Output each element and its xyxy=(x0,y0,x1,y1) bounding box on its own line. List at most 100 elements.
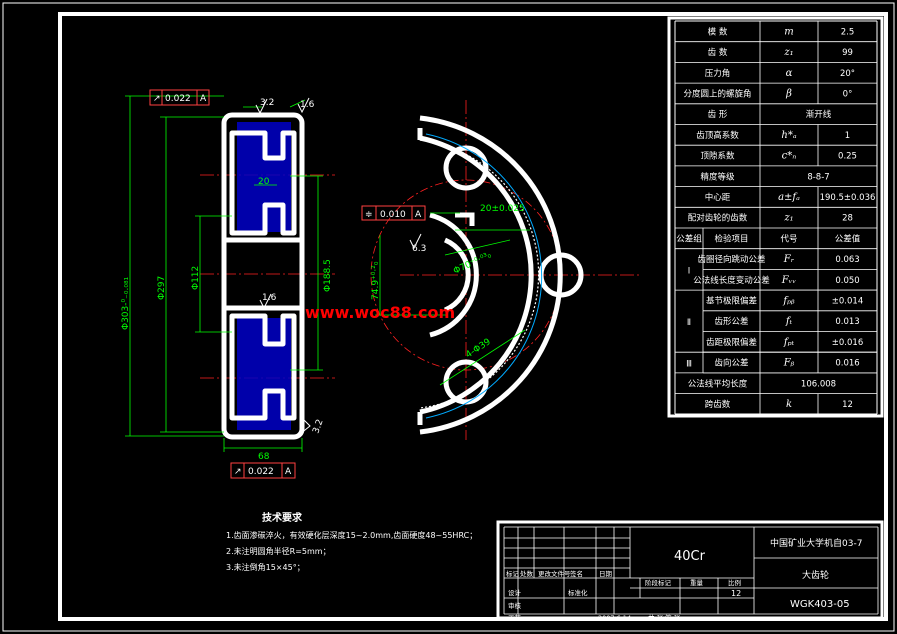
tb-date-value: 2007.6.14 xyxy=(598,614,631,622)
dim-face-width: 68 xyxy=(258,452,270,462)
param-name: 中心距 xyxy=(705,192,731,203)
requirements-title: 技术要求 xyxy=(262,511,303,524)
param-name: 齿顶高系数 xyxy=(696,130,739,141)
tol-item: 齿形公差 xyxy=(714,316,748,327)
tol-value: 0.016 xyxy=(835,359,859,369)
runout-top-datum: A xyxy=(200,94,207,104)
tol-item: 齿向公差 xyxy=(714,358,748,369)
tol-group: Ⅱ xyxy=(687,318,691,328)
tol-value: ±0.016 xyxy=(832,338,863,348)
param-value: 28 xyxy=(842,214,853,224)
roughness-keyway: 6.3 xyxy=(412,244,426,254)
param-name: 齿 数 xyxy=(708,47,728,58)
dim-web-width: 20 xyxy=(258,177,270,187)
param-name: 分度圆上的螺旋角 xyxy=(683,88,751,99)
param-value: 渐开线 xyxy=(806,109,832,120)
runout-bottom-datum: A xyxy=(285,467,292,477)
tol-header-item: 检验项目 xyxy=(714,233,748,244)
extra-name: 跨齿数 xyxy=(705,399,731,410)
param-name: 精度等级 xyxy=(700,171,735,182)
symmetry-symbol: ≑ xyxy=(365,210,373,220)
tb-sign: 签名 xyxy=(570,569,583,578)
runout-top-symbol: ↗ xyxy=(153,94,161,104)
tol-header-value: 公差值 xyxy=(835,233,861,244)
tol-group: Ⅰ xyxy=(688,266,691,276)
param-name: 齿 形 xyxy=(708,110,728,120)
gear-section-view: Φ303-⁰₋₀.₀₈₁ Φ297 Φ112 Φ188.5 20 68 3.2 … xyxy=(121,89,335,479)
tb-weight: 重量 xyxy=(690,579,704,587)
param-name: 顶隙系数 xyxy=(700,151,735,162)
extra-name: 公法线平均长度 xyxy=(688,378,748,389)
tb-count: 处数 xyxy=(520,569,534,578)
param-value: 0.25 xyxy=(838,152,857,162)
tol-symbol: fₜ xyxy=(785,316,793,327)
symmetry-tolerance: ≑ 0.010 A xyxy=(361,205,426,221)
tb-sheet: 共 张 第 张 xyxy=(648,613,681,622)
param-value: 8-8-7 xyxy=(807,172,829,182)
tb-part-name: 大齿轮 xyxy=(802,569,829,581)
param-symbol: α xyxy=(786,68,793,79)
tb-review: 审核 xyxy=(508,601,522,610)
tb-standard: 标准化 xyxy=(568,588,588,597)
tb-material: 40Cr xyxy=(674,549,706,564)
tb-change-no: 更改文件号 xyxy=(538,569,571,578)
runout-tolerance-top: ↗ 0.022 A xyxy=(149,89,210,106)
roughness-top-right: 1.6 xyxy=(300,100,315,110)
runout-bottom-value: 0.022 xyxy=(248,467,274,477)
tol-symbol: Fᵥᵥ xyxy=(781,275,797,286)
tol-symbol: fₚₜ xyxy=(783,337,795,348)
tol-value: 0.063 xyxy=(835,255,859,265)
tb-company: 中国矿业大学机自03-7 xyxy=(770,537,862,549)
dim-outer-diameter: Φ303-⁰₋₀.₀₈₁ xyxy=(121,276,131,330)
dim-keyway-depth: 74.9⁺⁰·²₀ xyxy=(371,261,381,300)
tol-group: Ⅲ xyxy=(686,360,692,370)
extra-value: 106.008 xyxy=(801,379,836,389)
param-name: 配对齿轮的齿数 xyxy=(688,213,748,224)
tol-header-code: 代号 xyxy=(780,233,797,244)
extra-value: 12 xyxy=(842,400,853,410)
param-symbol: z₁ xyxy=(783,47,793,58)
param-value: 190.5±0.036 xyxy=(820,193,876,203)
dim-root-diameter: Φ297 xyxy=(157,276,167,300)
param-value: 1 xyxy=(845,131,850,141)
tb-ratio: 比例 xyxy=(728,578,741,587)
param-symbol: h*ₐ xyxy=(781,130,796,141)
param-symbol: β xyxy=(785,88,792,99)
tol-item: 齿距极限偏差 xyxy=(706,337,757,348)
technical-requirements: 技术要求 1.齿面渗碳淬火，有效硬化层深度15~2.0mm,齿面硬度48~55H… xyxy=(226,511,477,572)
tol-value: 0.050 xyxy=(835,276,859,286)
tol-item: 齿圈径向跳动公差 xyxy=(697,254,765,265)
runout-top-value: 0.022 xyxy=(165,94,191,104)
requirement-3: 3.未注倒角15×45°； xyxy=(226,562,305,572)
param-value: 2.5 xyxy=(841,27,855,37)
requirement-2: 2.未注明圆角半径R=5mm； xyxy=(226,546,331,556)
roughness-top-left: 3.2 xyxy=(260,98,274,108)
param-symbol: z₁ xyxy=(783,213,793,224)
tb-date: 日期 xyxy=(599,570,613,578)
drawing-frame xyxy=(58,12,888,621)
symmetry-datum: A xyxy=(415,210,422,220)
param-value: 0° xyxy=(843,89,853,99)
dim-holes: 4-Φ39 xyxy=(464,337,493,361)
watermark: www.woc88.com xyxy=(305,303,455,322)
roughness-bottom: 3.2 xyxy=(311,418,325,435)
param-name: 模 数 xyxy=(708,26,728,37)
param-value: 20° xyxy=(840,69,855,79)
tb-drawing-no: WGK403-05 xyxy=(790,599,850,610)
dim-pitch-diameter: Φ188.5 xyxy=(323,259,333,292)
gear-front-view: 20±0.025 Φ70⁺⁰·⁰³₀ 74.9⁺⁰·²₀ 4-Φ39 6.3 ≑… xyxy=(361,100,640,440)
tol-symbol: fₚᵦ xyxy=(782,295,795,306)
param-value: 99 xyxy=(842,48,853,58)
tol-header-group: 公差组 xyxy=(676,233,702,244)
dim-hub-diameter: Φ112 xyxy=(191,266,201,290)
tb-craft: 工艺 xyxy=(508,614,522,622)
dim-keyway-width: 20±0.025 xyxy=(480,204,525,214)
tb-quantity: 12 xyxy=(731,589,741,598)
tb-mark: 标记 xyxy=(506,569,520,578)
tol-value: ±0.014 xyxy=(832,296,863,306)
tol-symbol: Fᵦ xyxy=(783,358,795,369)
